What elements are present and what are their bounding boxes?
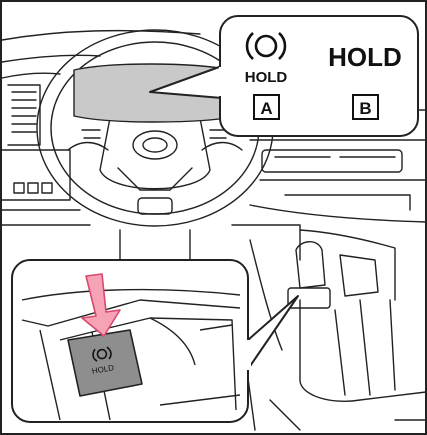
indicator-b-hold-text: HOLD [328,42,402,72]
label-b: B [359,99,371,118]
indicator-a-hold-text: HOLD [245,69,288,86]
brake-hold-switch[interactable] [68,330,142,396]
label-a: A [260,99,272,118]
